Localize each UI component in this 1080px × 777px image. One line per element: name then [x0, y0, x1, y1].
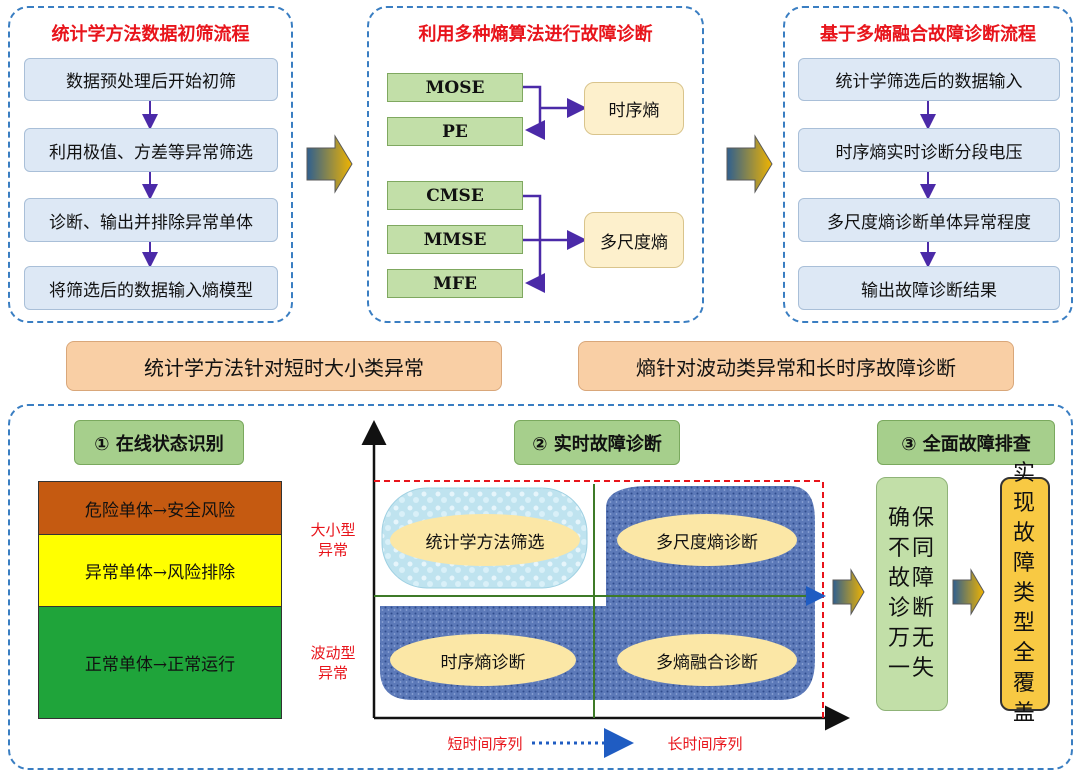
panel-entropy-title: 利用多种熵算法进行故障诊断 [418, 24, 653, 45]
state-abnormal: 异常单体→风险排除 [38, 535, 282, 607]
state-danger: 危险单体→安全风险 [38, 481, 282, 535]
fusion-step-2: 时序熵实时诊断分段电压 [798, 128, 1060, 172]
y-label-fluctuation-anomaly: 波动型 异常 [300, 643, 366, 683]
region-fusion-diagnosis: 多熵融合诊断 [617, 634, 797, 686]
panel-stat-screening: 统计学方法数据初筛流程 [8, 6, 293, 323]
stat-step-3: 诊断、输出并排除异常单体 [24, 198, 278, 242]
panel-entropy-algorithms: 利用多种熵算法进行故障诊断 [367, 6, 704, 323]
algo-pe: PE [387, 117, 523, 146]
note-entropy: 熵针对波动类异常和长时序故障诊断 [578, 341, 1014, 391]
region-multiscale-diagnosis: 多尺度熵诊断 [617, 514, 797, 566]
stat-step-1: 数据预处理后开始初筛 [24, 58, 278, 101]
y-label-magnitude-text: 大小型 异常 [310, 521, 356, 559]
fusion-step-4: 输出故障诊断结果 [798, 266, 1060, 310]
box-ensure-diagnosis: 确保不同故障诊断万无一失 [876, 477, 948, 711]
fusion-step-3: 多尺度熵诊断单体异常程度 [798, 198, 1060, 242]
x-label-short-series: 短时间序列 [447, 735, 523, 753]
fusion-step-1: 统计学筛选后的数据输入 [798, 58, 1060, 101]
stat-step-4: 将筛选后的数据输入熵模型 [24, 266, 278, 310]
group-time-series-entropy: 时序熵 [584, 82, 684, 135]
algo-mmse: MMSE [387, 225, 523, 254]
region-statistical-screening: 统计学方法筛选 [390, 514, 580, 566]
algo-mfe: MFE [387, 269, 523, 298]
panel-fusion-title: 基于多熵融合故障诊断流程 [820, 24, 1036, 45]
state-normal: 正常单体→正常运行 [38, 607, 282, 719]
algo-cmse: CMSE [387, 181, 523, 210]
section-full-inspection-title: ③ 全面故障排查 [877, 420, 1055, 465]
panel-bottom-overview [8, 404, 1073, 770]
section-realtime-diagnosis-title: ② 实时故障诊断 [514, 420, 680, 465]
group-multiscale-entropy: 多尺度熵 [584, 212, 684, 268]
panel-stat-title: 统计学方法数据初筛流程 [51, 24, 250, 45]
y-label-magnitude-anomaly: 大小型 异常 [300, 520, 366, 560]
region-time-series-diagnosis: 时序熵诊断 [390, 634, 576, 686]
stat-step-2: 利用极值、方差等异常筛选 [24, 128, 278, 172]
y-label-fluctuation-text: 波动型 异常 [310, 644, 356, 682]
section-online-state-title: ① 在线状态识别 [74, 420, 244, 465]
box-full-coverage: 实现故障类型全覆盖 [1000, 461, 1050, 726]
algo-mose: MOSE [387, 73, 523, 102]
note-statistical: 统计学方法针对短时大小类异常 [66, 341, 502, 391]
panel-fusion-flow: 基于多熵融合故障诊断流程 [783, 6, 1073, 323]
x-label-long-series: 长时间序列 [667, 735, 743, 753]
